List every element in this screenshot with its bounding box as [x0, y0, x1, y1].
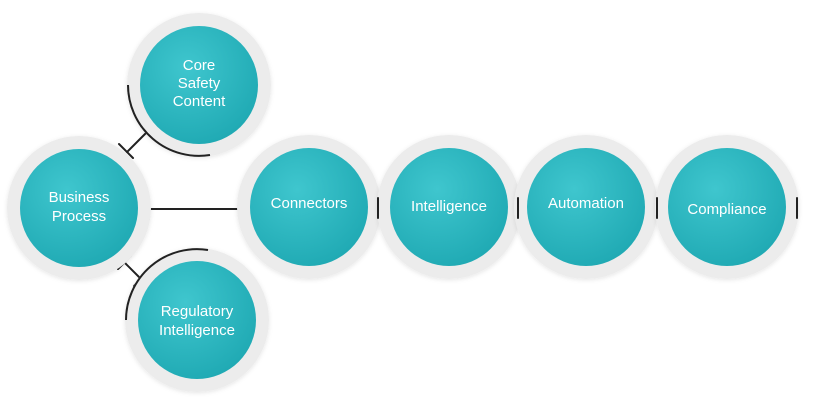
node-label-line: Business: [49, 189, 110, 206]
node-circle: [390, 148, 508, 266]
node-arc: [125, 248, 209, 321]
node-label-line: Automation: [548, 195, 624, 212]
chain-marks: [377, 197, 798, 219]
node-label-line: Safety: [178, 75, 221, 92]
node-circle: [20, 149, 138, 267]
node-label-line: Content: [173, 93, 226, 110]
node-intelligence[interactable]: Intelligence: [377, 135, 521, 279]
node-label-line: Intelligence: [411, 198, 487, 215]
tick-business-upper: [118, 143, 134, 159]
node-label-line: Process: [52, 208, 106, 225]
node-label-line: Intelligence: [159, 322, 235, 339]
node-label-line: Core: [183, 57, 216, 74]
node-label-line: Compliance: [687, 201, 766, 218]
connector-business-to-regulatory: [124, 262, 142, 280]
node-connectors[interactable]: Connectors: [237, 135, 381, 279]
node-circle: [527, 148, 645, 266]
node-circle: [250, 148, 368, 266]
node-label-line: Regulatory: [161, 303, 234, 320]
node-circle: [668, 148, 786, 266]
connector-business-to-core: [126, 131, 148, 153]
node-circle: [140, 26, 258, 144]
node-automation[interactable]: Automation: [514, 135, 658, 279]
node-compliance[interactable]: Compliance: [655, 135, 799, 279]
node-circle: [138, 261, 256, 379]
node-label-line: Connectors: [271, 195, 348, 212]
node-arc: [127, 84, 211, 157]
